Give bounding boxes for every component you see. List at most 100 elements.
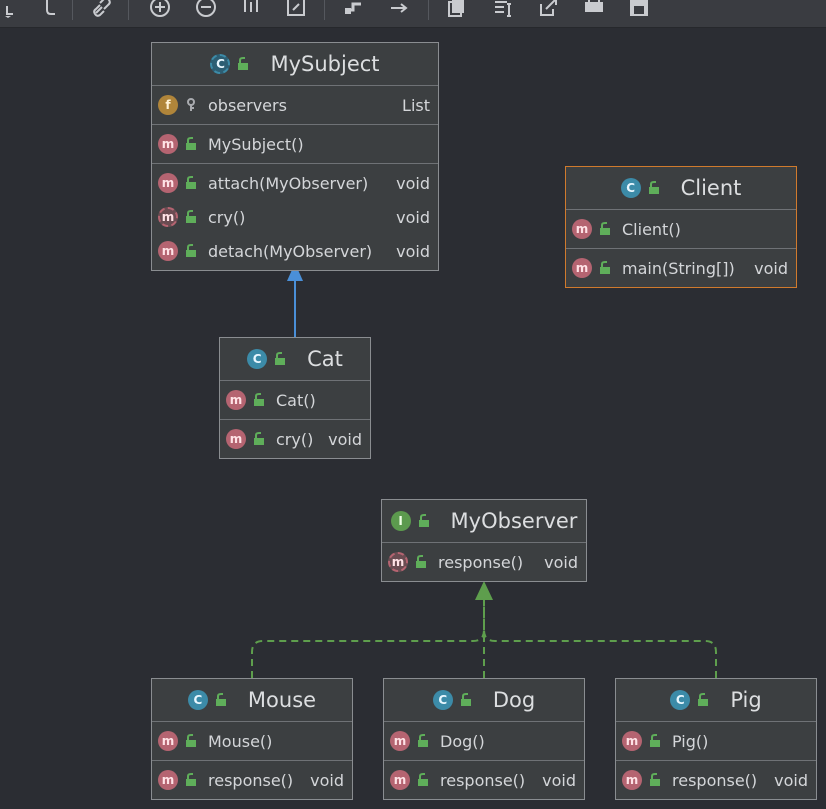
fit-icon[interactable] [0, 0, 24, 20]
class-name: Client [680, 176, 742, 200]
method-row[interactable]: m response() void [384, 763, 584, 797]
link-icon[interactable] [90, 0, 114, 20]
constructor-row[interactable]: m Dog() [384, 724, 584, 758]
constructor-row[interactable]: m Pig() [616, 724, 816, 758]
public-lock-icon [214, 693, 228, 707]
abstract-method-icon: m [158, 207, 178, 227]
method-row[interactable]: m detach(MyObserver) void [152, 234, 438, 268]
public-lock-icon [184, 210, 198, 224]
public-lock-icon [459, 693, 473, 707]
edge-pig-implements-myobserver [483, 629, 717, 678]
public-lock-icon [252, 393, 266, 407]
fields-section: f observers List [152, 86, 438, 125]
class-name: Pig [730, 688, 762, 712]
export-icon[interactable] [536, 0, 560, 20]
zoom-in-icon[interactable] [148, 0, 172, 20]
runnable-class-icon: C [620, 178, 641, 198]
constructor-row[interactable]: m Mouse() [152, 724, 352, 758]
method-row[interactable]: m main(String[]) void [566, 251, 796, 285]
save-icon[interactable] [627, 0, 651, 20]
methods-section: m response() void [152, 761, 352, 799]
public-lock-icon [648, 734, 662, 748]
field-icon: f [158, 95, 178, 115]
apply-layout-icon[interactable] [388, 0, 412, 20]
method-icon: m [572, 219, 592, 239]
method-icon: m [226, 429, 246, 449]
class-name: Cat [307, 347, 343, 371]
abstract-class-icon: C [210, 54, 231, 74]
method-row[interactable]: m response() void [152, 763, 352, 797]
actual-size-icon[interactable] [240, 0, 264, 20]
class-icon: C [432, 690, 453, 710]
class-name: Mouse [247, 688, 317, 712]
method-icon: m [158, 173, 178, 193]
method-icon: m [622, 731, 642, 751]
public-lock-icon [184, 176, 198, 190]
edge-implements-myobserver[interactable] [251, 600, 717, 678]
public-lock-icon [648, 773, 662, 787]
methods-section: m cry() void [220, 420, 370, 458]
static-method-icon: m [572, 258, 592, 278]
method-icon: m [390, 731, 410, 751]
method-row[interactable]: m cry() void [152, 200, 438, 234]
public-lock-icon [236, 57, 250, 71]
method-row[interactable]: m cry() void [220, 422, 370, 456]
implements-arrowhead [475, 581, 493, 600]
public-lock-icon [696, 693, 710, 707]
public-lock-icon [273, 352, 287, 366]
method-row[interactable]: m response() void [382, 545, 586, 579]
class-dog[interactable]: C Dog m Dog() m response() void [383, 678, 585, 800]
class-mysubject[interactable]: C MySubject f observers List m MySubject… [151, 42, 439, 271]
class-header: C Pig [616, 679, 816, 722]
class-client[interactable]: C Client m Client() m main(String[]) voi… [565, 166, 797, 288]
copy-icon[interactable] [446, 0, 470, 20]
methods-section: m response() void [616, 761, 816, 799]
methods-section: m response() void [382, 543, 586, 581]
method-icon: m [158, 770, 178, 790]
method-icon: m [158, 731, 178, 751]
route-icon[interactable] [38, 0, 62, 20]
constructors-section: m Pig() [616, 722, 816, 761]
edge-mouse-implements-myobserver [251, 600, 485, 678]
method-icon: m [622, 770, 642, 790]
public-lock-icon [252, 432, 266, 446]
method-icon: m [158, 241, 178, 261]
public-lock-icon [417, 514, 431, 528]
class-mouse[interactable]: C Mouse m Mouse() m response() void [151, 678, 353, 800]
methods-section: m main(String[]) void [566, 249, 796, 287]
method-icon: m [158, 134, 178, 154]
layout-icon[interactable] [342, 0, 366, 20]
constructors-section: m Mouse() [152, 722, 352, 761]
public-lock-icon [416, 734, 430, 748]
private-key-icon [184, 98, 198, 112]
properties-icon[interactable] [492, 0, 516, 20]
public-lock-icon [184, 244, 198, 258]
class-cat[interactable]: C Cat m Cat() m cry() void [219, 337, 371, 459]
class-pig[interactable]: C Pig m Pig() m response() void [615, 678, 817, 800]
class-icon: C [247, 349, 268, 369]
method-row[interactable]: m attach(MyObserver) void [152, 166, 438, 200]
class-header: C Cat [220, 338, 370, 381]
edge-cat-extends-mysubject[interactable] [287, 263, 303, 337]
fit-content-icon[interactable] [284, 0, 308, 20]
constructor-row[interactable]: m MySubject() [152, 127, 438, 161]
constructors-section: m MySubject() [152, 125, 438, 164]
constructor-row[interactable]: m Client() [566, 212, 796, 246]
class-header: C Client [566, 167, 796, 210]
zoom-out-icon[interactable] [194, 0, 218, 20]
methods-section: m response() void [384, 761, 584, 799]
interface-myobserver[interactable]: I MyObserver m response() void [381, 499, 587, 582]
class-icon: C [670, 690, 691, 710]
public-lock-icon [414, 555, 428, 569]
constructors-section: m Dog() [384, 722, 584, 761]
class-header: C Mouse [152, 679, 352, 722]
print-icon[interactable] [582, 0, 606, 20]
public-lock-icon [184, 137, 198, 151]
constructor-row[interactable]: m Cat() [220, 383, 370, 417]
diagram-toolbar [0, 0, 826, 28]
class-icon: C [187, 690, 208, 710]
method-row[interactable]: m response() void [616, 763, 816, 797]
class-header: I MyObserver [382, 500, 586, 543]
field-row[interactable]: f observers List [152, 88, 438, 122]
